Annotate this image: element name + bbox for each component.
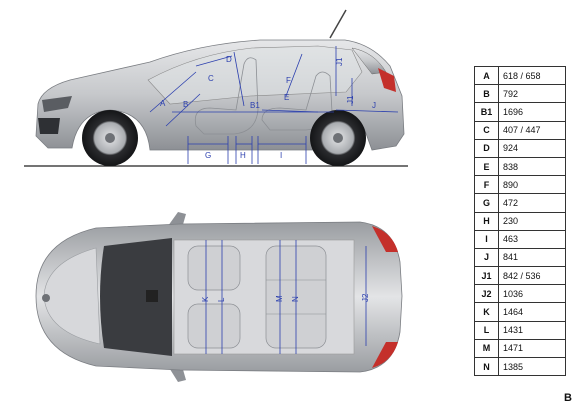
dimension-key: J2 — [474, 284, 499, 304]
windshield — [100, 238, 172, 356]
dim-label-f: F — [286, 76, 291, 85]
dimension-value: 838 — [498, 156, 566, 177]
dimension-value: 407 / 447 — [498, 120, 566, 140]
dimension-value: 463 — [498, 229, 566, 249]
antenna — [329, 9, 347, 39]
dimension-value: 1464 — [498, 302, 566, 322]
dimension-key: C — [474, 120, 499, 140]
dim-label-j1-upper: J1 — [335, 57, 344, 66]
side-dimension-labels: A B C D E F J1 J1 J B1 G H I — [160, 55, 376, 160]
dimension-key: D — [474, 138, 499, 158]
dim-label-b1: B1 — [250, 101, 260, 110]
headlight — [42, 96, 72, 112]
dimension-key: F — [474, 175, 499, 195]
dim-label-h: H — [240, 151, 246, 160]
tail-light-left — [372, 226, 398, 252]
tail-light-right — [372, 342, 398, 368]
front-seat-right — [187, 303, 241, 349]
dimension-value: 890 — [498, 175, 566, 195]
top-dimension-labels: K L M N J2 — [201, 293, 370, 302]
dim-label-g: G — [205, 151, 211, 160]
dimension-value: 1431 — [498, 320, 566, 340]
dim-label-k: K — [201, 296, 210, 302]
dimension-value: 1696 — [498, 102, 566, 122]
dim-label-c: C — [208, 74, 214, 83]
dimension-value: 472 — [498, 193, 566, 213]
side-window — [147, 45, 363, 105]
dim-label-i: I — [280, 151, 282, 160]
brand-logo — [42, 294, 50, 302]
dim-label-e: E — [284, 93, 289, 102]
dim-label-j1-lower: J1 — [346, 95, 355, 104]
dimension-key: I — [474, 229, 499, 249]
dimension-key: G — [474, 193, 499, 213]
dim-label-m: M — [275, 295, 284, 302]
dimension-key: M — [474, 338, 499, 359]
car-top-view: K L M N J2 — [35, 212, 403, 382]
dimension-key: B — [474, 84, 499, 104]
tail-light-side — [378, 68, 396, 92]
dimension-value: 230 — [498, 211, 566, 231]
dashboard-console — [146, 290, 158, 302]
dimension-key: J1 — [474, 266, 499, 286]
dim-label-b: B — [183, 100, 188, 109]
dimension-key: K — [474, 302, 499, 322]
dimension-value: 924 — [498, 138, 566, 158]
dim-label-l: L — [217, 297, 226, 302]
dimension-key: B1 — [474, 102, 499, 122]
dimension-key: E — [474, 156, 499, 177]
dimension-key: A — [474, 65, 499, 86]
dimension-value: 618 / 658 — [498, 65, 566, 86]
side-dimension-lines — [149, 46, 399, 164]
dimension-value: 1036 — [498, 284, 566, 304]
dim-label-d: D — [226, 55, 232, 64]
top-dimension-lines — [205, 240, 367, 354]
dimension-key: L — [474, 320, 499, 340]
dimension-key: N — [474, 356, 499, 377]
front-grille — [38, 118, 60, 134]
dimension-value: 1385 — [498, 356, 566, 377]
car-side-view: A B C D E F J1 J1 J B1 G H I — [24, 9, 408, 167]
dimension-value: 1471 — [498, 338, 566, 359]
front-seat-outline — [194, 57, 259, 135]
dimension-key: H — [474, 211, 499, 231]
dim-label-j: J — [372, 101, 376, 110]
dimension-value: 841 — [498, 247, 566, 268]
figure-corner-label: B — [564, 392, 572, 404]
hood — [43, 247, 101, 345]
dimension-value: 842 / 536 — [498, 266, 566, 286]
dim-label-n: N — [291, 296, 300, 302]
dim-label-j2: J2 — [361, 293, 370, 302]
dimension-value: 792 — [498, 84, 566, 104]
front-seat-left — [187, 245, 241, 291]
dim-label-a: A — [160, 99, 166, 108]
dimension-key: J — [474, 247, 499, 268]
